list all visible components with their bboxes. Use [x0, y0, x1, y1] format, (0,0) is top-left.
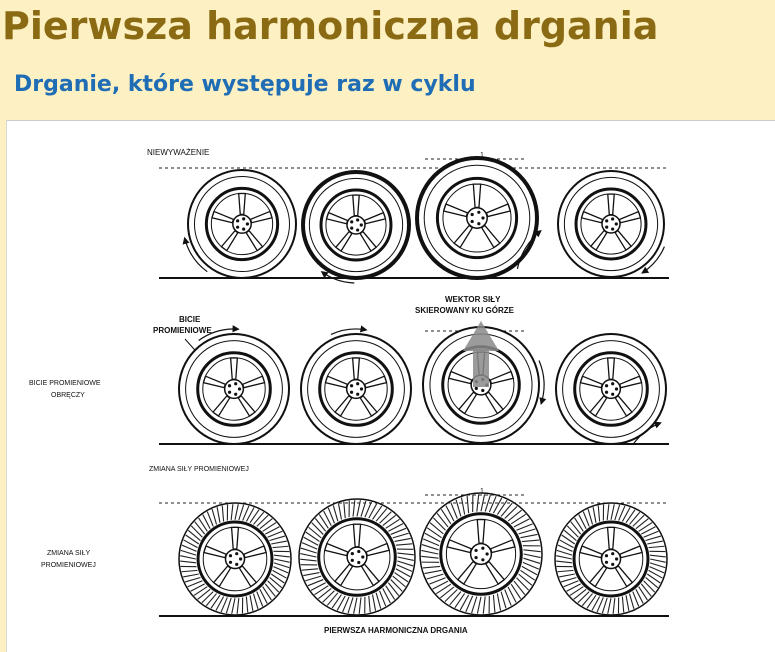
- row3-wheels: [179, 493, 667, 615]
- row3-left-label-2: PROMIENIOWEJ: [41, 562, 96, 569]
- row1-wheels: [185, 158, 665, 283]
- wheel: [303, 172, 409, 283]
- runout-callout-2: PROMIENIOWE: [153, 326, 212, 335]
- wheel: [417, 158, 541, 278]
- wheel: [301, 329, 411, 444]
- wheel: [420, 493, 542, 615]
- wheel: [179, 329, 289, 444]
- row1-label: NIEWYWAŻENIE: [147, 148, 209, 157]
- diagram-canvas: NIEWYWAŻENIE 1 BICIE PROMIENIOWE OBRĘCZY…: [7, 121, 775, 652]
- row3-label: ZMIANA SIŁY PROMIENIOWEJ: [149, 466, 249, 473]
- vibration-diagram: NIEWYWAŻENIE 1 BICIE PROMIENIOWE OBRĘCZY…: [6, 120, 775, 652]
- wheel: [299, 499, 415, 615]
- force-vector-label-2: SKIEROWANY KU GÓRZE: [415, 306, 515, 315]
- wheel: [555, 503, 667, 615]
- row2-left-label-2: OBRĘCZY: [51, 392, 85, 399]
- wheel: [558, 171, 664, 277]
- slide-header: Pierwsza harmoniczna drgania Drganie, kt…: [0, 0, 775, 118]
- wheel: [179, 503, 291, 615]
- row2-left-label-1: BICIE PROMIENIOWE: [29, 380, 101, 387]
- runout-callout-1: BICIE: [179, 315, 201, 324]
- row3-left-label-1: ZMIANA SIŁY: [47, 550, 91, 557]
- slide-subtitle: Drganie, które występuje raz w cyklu: [14, 72, 476, 97]
- force-vector-label-1: WEKTOR SIŁY: [445, 295, 501, 304]
- row3-marker: 1: [480, 488, 484, 495]
- slide-title: Pierwsza harmoniczna drgania: [2, 4, 658, 48]
- diagram-caption: PIERWSZA HARMONICZNA DRGANIA: [324, 626, 468, 635]
- row2-wheels: [179, 327, 666, 445]
- wheel: [556, 334, 666, 445]
- wheel: [185, 170, 296, 278]
